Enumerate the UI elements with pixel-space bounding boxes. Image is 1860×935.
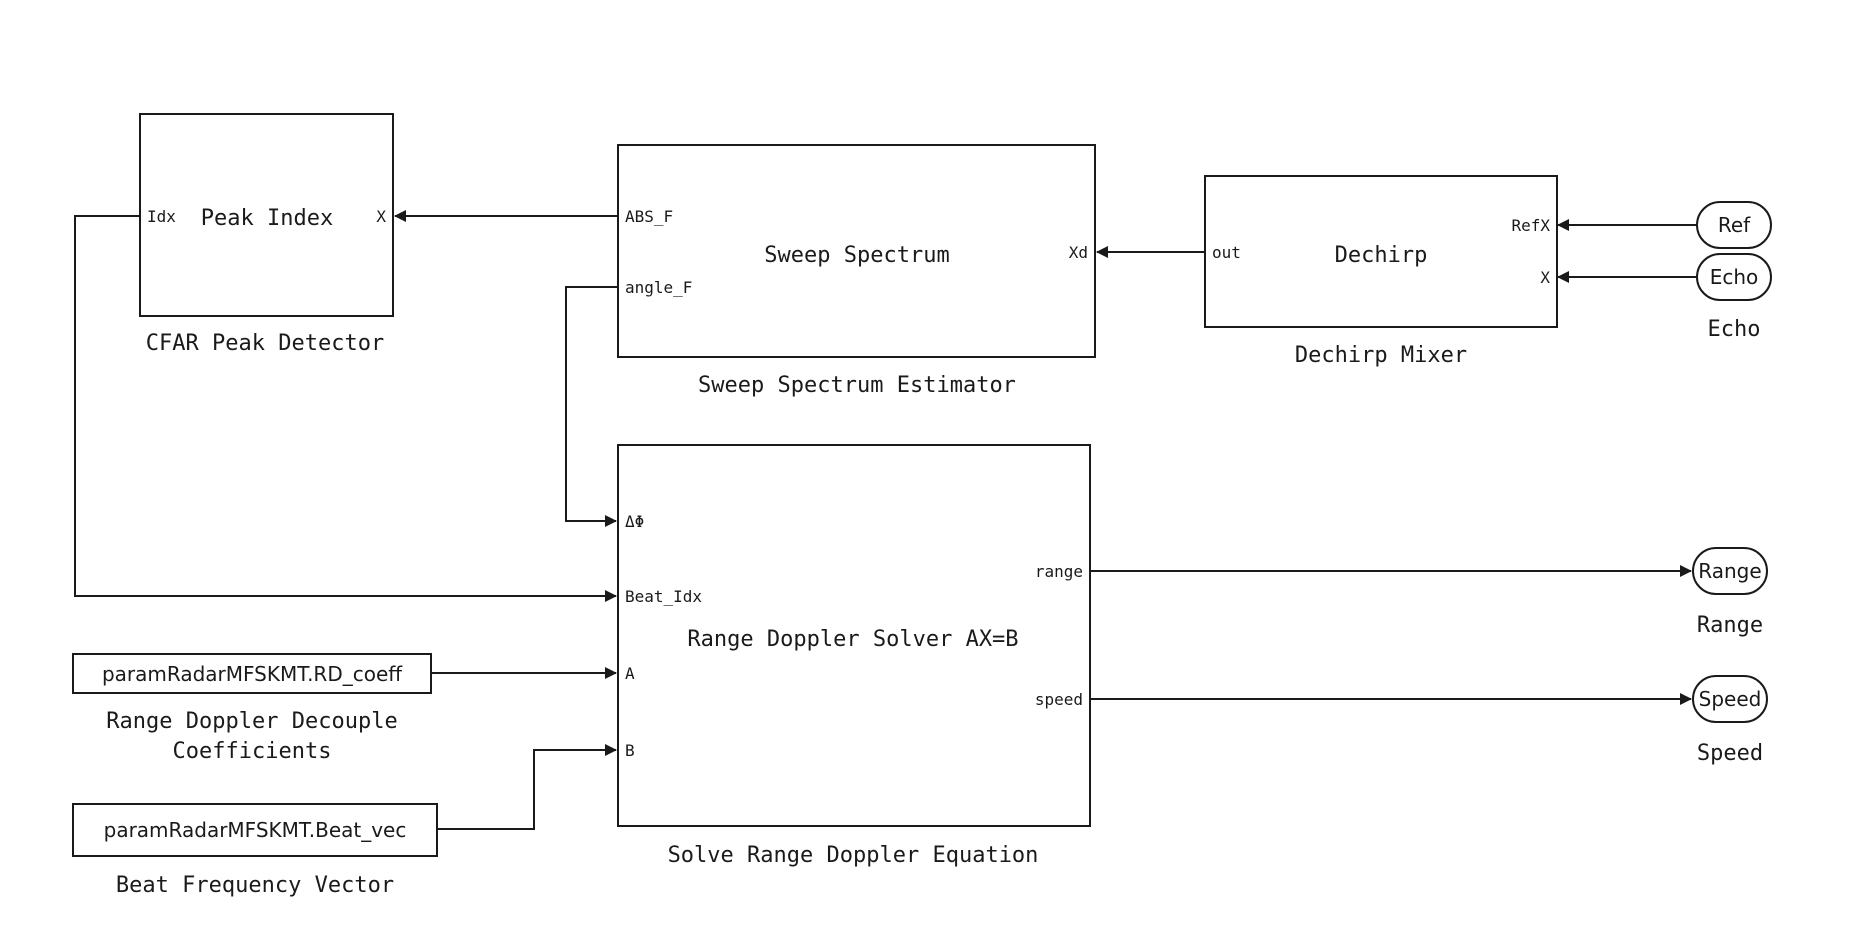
range-outport[interactable]: Range [1692,547,1768,595]
sweep-port-abs: ABS_F [625,207,673,226]
dechirp-port-refx: RefX [1511,216,1550,235]
echo-inport-caption: Echo [1708,317,1761,342]
echo-inport-label: Echo [1710,265,1759,289]
solver-port-speed: speed [1035,690,1083,709]
solver-port-range: range [1035,562,1083,581]
range-outport-caption: Range [1697,613,1763,638]
beat-vec-value: paramRadarMFSKMT.Beat_vec [104,818,407,842]
solver-port-beat-idx: Beat_Idx [625,587,702,606]
sweep-port-angle: angle_F [625,278,692,297]
peak-index-caption: CFAR Peak Detector [146,331,384,356]
solver-port-dphi: ΔΦ [625,512,644,531]
ref-inport[interactable]: Ref [1696,201,1772,249]
dechirp-caption: Dechirp Mixer [1295,343,1467,368]
dechirp-port-out: out [1212,243,1241,262]
speed-outport-caption: Speed [1697,741,1763,766]
wire-beatvec-to-b[interactable] [437,744,617,830]
solver-caption: Solve Range Doppler Equation [668,843,1039,868]
sweep-spectrum-title: Sweep Spectrum [764,243,949,268]
peak-index-port-idx: Idx [147,207,176,226]
rd-coeff-caption-line1: Range Doppler Decouple [106,709,397,734]
speed-outport[interactable]: Speed [1692,675,1768,723]
beat-vec-constant-block[interactable]: paramRadarMFSKMT.Beat_vec [72,803,438,857]
rd-coeff-constant-block[interactable]: paramRadarMFSKMT.RD_coeff [72,653,432,694]
solver-port-b: B [625,741,635,760]
sweep-port-xd: Xd [1069,243,1088,262]
dechirp-port-x: X [1540,268,1550,287]
rd-coeff-caption-line2: Coefficients [173,739,332,764]
peak-index-port-x: X [376,207,386,226]
dechirp-title: Dechirp [1335,243,1428,268]
range-doppler-solver-block[interactable]: Range Doppler Solver AX=B ΔΦ Beat_Idx A … [617,444,1091,827]
wire-angle-to-dphi[interactable] [565,286,618,527]
speed-outport-label: Speed [1699,687,1762,711]
sweep-spectrum-caption: Sweep Spectrum Estimator [698,373,1016,398]
range-outport-label: Range [1698,559,1761,583]
rd-coeff-value: paramRadarMFSKMT.RD_coeff [102,662,403,686]
solver-port-a: A [625,664,635,683]
beat-vec-caption: Beat Frequency Vector [116,873,394,898]
solver-title: Range Doppler Solver AX=B [687,627,1018,652]
echo-inport[interactable]: Echo [1696,253,1772,301]
sweep-spectrum-block[interactable]: Sweep Spectrum ABS_F angle_F Xd [617,144,1096,358]
wire-idx-to-beat[interactable] [74,215,617,602]
dechirp-block[interactable]: Dechirp out RefX X [1204,175,1558,328]
peak-index-block[interactable]: Peak Index Idx X [139,113,394,317]
peak-index-title: Peak Index [201,206,333,231]
ref-inport-label: Ref [1718,213,1751,237]
